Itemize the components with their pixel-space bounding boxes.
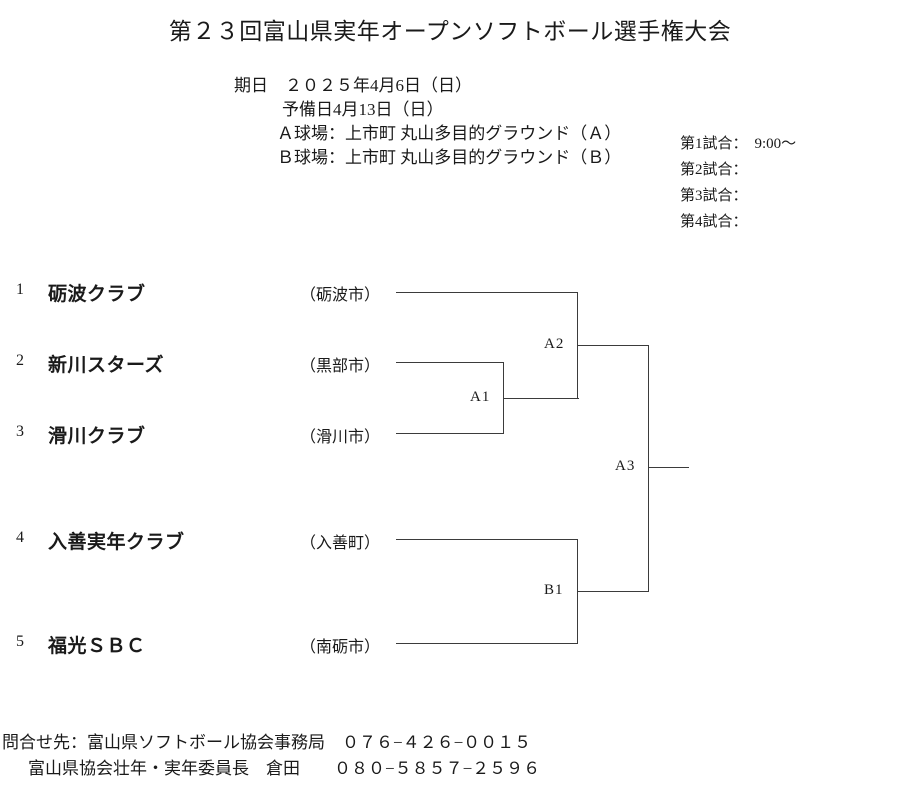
- match-label-a3: A3: [615, 458, 636, 474]
- team-name-5: 福光ＳＢＣ: [48, 636, 146, 657]
- contact-line-office: 問合せ先：富山県ソフトボール協会事務局 ０７６−４２６−００１５: [2, 733, 532, 752]
- team-city-1: （砺波市）: [300, 287, 381, 304]
- schedule-label-3: 第3試合：: [680, 188, 748, 204]
- bracket-line-team-1: [396, 292, 578, 293]
- schedule-label-1: 第1試合：: [680, 136, 748, 152]
- bracket-line-team-2: [396, 362, 504, 363]
- schedule-label-4: 第4試合：: [680, 214, 748, 230]
- schedule-time-1: 9:00〜: [754, 136, 797, 152]
- bracket-connector-a3: [648, 345, 649, 592]
- schedule-row-3: 第3試合：: [680, 183, 796, 209]
- bracket-output-a1: [503, 398, 579, 399]
- schedule-row-1: 第1試合： 9:00〜: [680, 131, 796, 157]
- event-reserve-date-line: 予備日4月13日（日）: [282, 100, 444, 119]
- venue-b-line: Ｂ球場：上市町 丸山多目的グラウンド（Ｂ）: [277, 148, 622, 167]
- team-seed-5: 5: [16, 633, 24, 650]
- team-seed-1: 1: [16, 281, 24, 298]
- match-label-a1: A1: [470, 389, 491, 405]
- team-seed-3: 3: [16, 423, 24, 440]
- page-title: 第２３回富山県実年オープンソフトボール選手権大会: [168, 19, 732, 44]
- team-seed-2: 2: [16, 352, 24, 369]
- bracket-line-team-4: [396, 539, 578, 540]
- schedule-row-2: 第2試合：: [680, 157, 796, 183]
- contact-line-chairman: 富山県協会壮年・実年委員長 倉田 ０８０−５８５７−２５９６: [28, 759, 541, 778]
- bracket-line-team-3: [396, 433, 504, 434]
- venue-a-line: Ａ球場：上市町 丸山多目的グラウンド（Ａ）: [277, 124, 622, 143]
- team-city-2: （黒部市）: [300, 358, 381, 375]
- bracket-output-a3-champion: [648, 467, 689, 468]
- team-name-3: 滑川クラブ: [48, 426, 146, 447]
- event-date-line: 期日 ２０２５年4月6日（日）: [234, 76, 472, 95]
- game-schedule-list: 第1試合： 9:00〜 第2試合： 第3試合： 第4試合：: [680, 131, 796, 235]
- bracket-output-a2: [577, 345, 649, 346]
- team-seed-4: 4: [16, 529, 24, 546]
- team-city-5: （南砺市）: [300, 639, 381, 656]
- bracket-line-team-5: [396, 643, 578, 644]
- team-name-4: 入善実年クラブ: [48, 532, 185, 553]
- schedule-row-4: 第4試合：: [680, 209, 796, 235]
- match-label-a2: A2: [544, 336, 565, 352]
- team-name-2: 新川スターズ: [48, 355, 165, 376]
- team-city-3: （滑川市）: [300, 429, 381, 446]
- contact-footer: 問合せ先：富山県ソフトボール協会事務局 ０７６−４２６−００１５ 富山県協会壮年…: [0, 730, 900, 782]
- team-city-4: （入善町）: [300, 535, 381, 552]
- event-info-block: 期日 ２０２５年4月6日（日） 予備日4月13日（日） Ａ球場：上市町 丸山多目…: [0, 74, 660, 170]
- schedule-label-2: 第2試合：: [680, 162, 748, 178]
- team-name-1: 砺波クラブ: [48, 284, 146, 305]
- match-label-b1: B1: [544, 582, 564, 598]
- bracket-output-b1: [577, 591, 649, 592]
